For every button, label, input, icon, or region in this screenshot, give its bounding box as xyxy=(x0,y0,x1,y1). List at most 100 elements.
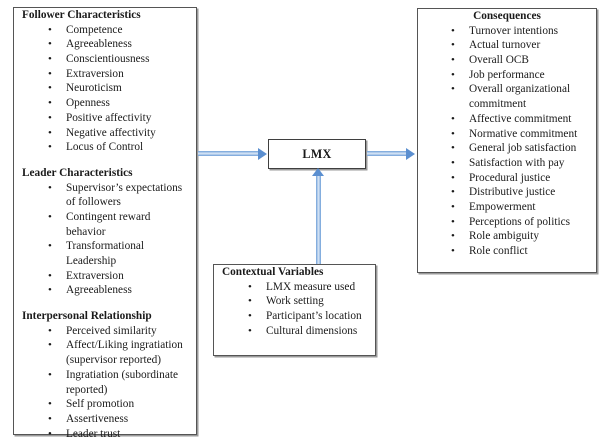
list-item: • Overall OCB xyxy=(418,53,592,68)
list-item: • Competence xyxy=(14,23,192,38)
antecedents-box: Follower Characteristics • Competence • Ag… xyxy=(13,7,197,440)
list-item-label: General job satisfaction xyxy=(469,142,577,155)
list-item-label: Ingratiation (subordinate reported) xyxy=(66,368,178,396)
bullet-icon: • xyxy=(451,54,455,66)
bullet-icon: • xyxy=(451,83,455,96)
list-item-label: Cultural dimensions xyxy=(266,324,358,337)
list-item: •Extraversion xyxy=(14,67,192,82)
list-item: •Actual turnover xyxy=(418,38,592,53)
list-item: • Contingent reward behavior xyxy=(14,210,192,239)
bullet-icon: • xyxy=(451,127,455,140)
bullet-icon: • xyxy=(48,38,52,51)
bullet-icon: • xyxy=(451,24,455,37)
list-item: •General job satisfaction xyxy=(418,141,592,156)
list-item-label: Transformational Leadership xyxy=(66,240,145,268)
list-item: • LMX measure used xyxy=(214,280,371,295)
list-follower-characteristics: • Competence • Agreeableness •Conscientiou… xyxy=(14,23,196,155)
list-item-label: Job performance xyxy=(469,68,545,81)
group-interpersonal-relationship: Interpersonal Relationship •Perceived si… xyxy=(14,309,196,441)
bullet-icon: • xyxy=(451,215,455,228)
list-item: •Negative affectivity xyxy=(14,126,192,141)
bullet-icon: • xyxy=(248,280,252,293)
list-item-label: Agreeableness xyxy=(66,38,132,51)
bullet-icon: • xyxy=(48,269,52,282)
bullet-icon: • xyxy=(48,23,52,36)
bullet-icon: • xyxy=(451,245,455,258)
list-item: • Supervisor’s expectations of followers xyxy=(14,181,192,210)
list-item-label: Openness xyxy=(66,97,110,110)
list-item: •Locus of Control xyxy=(14,140,192,155)
list-item-label: Neuroticism xyxy=(66,82,122,95)
bullet-icon: • xyxy=(48,284,52,297)
list-item: • Satisfaction with pay xyxy=(418,156,592,171)
bullet-icon: • xyxy=(48,427,52,440)
bullet-icon: • xyxy=(248,310,252,322)
arrow-shaft xyxy=(316,176,321,264)
bullet-icon: • xyxy=(48,398,52,411)
bullet-icon: • xyxy=(248,295,252,308)
arrow-head-icon xyxy=(406,148,415,160)
lmx-node: LMX xyxy=(268,139,366,169)
arrow-shaft xyxy=(367,151,408,156)
list-item-label: Participant’s location xyxy=(266,310,362,322)
arrow-head-icon xyxy=(258,148,267,160)
bullet-icon: • xyxy=(48,240,52,253)
list-item: •Cultural dimensions xyxy=(214,324,371,339)
contextual-variables-box: Contextual Variables •LMX measure used •… xyxy=(213,264,376,356)
list-item-label: Affect/Liking ingratiation (supervisor r… xyxy=(66,339,183,367)
bullet-icon: • xyxy=(451,112,455,125)
list-item-label: Assertiveness xyxy=(66,412,129,425)
list-item: •Ingratiation (subordinate reported) xyxy=(14,368,192,397)
bullet-icon: • xyxy=(48,53,52,65)
list-item-label: Procedural justice xyxy=(469,171,551,184)
group-leader-characteristics: Leader Characteristics •Supervisor’s exp… xyxy=(14,166,196,298)
list-item-label: Extraversion xyxy=(66,67,124,80)
list-item: •Assertiveness xyxy=(14,412,192,427)
list-item: •Normative commitment xyxy=(418,127,592,142)
bullet-icon: • xyxy=(48,181,52,194)
bullet-icon: • xyxy=(48,82,52,95)
list-item-label: Competence xyxy=(66,23,123,36)
bullet-icon: • xyxy=(48,141,52,154)
list-leader-characteristics: •Supervisor’s expectations of followers … xyxy=(14,181,196,299)
group-consequences: Consequences •Turnover intentions •Actua… xyxy=(418,9,596,259)
list-item: • Role conflict xyxy=(418,244,592,259)
arrow-head-icon xyxy=(312,168,324,176)
list-item-label: LMX measure used xyxy=(266,280,356,293)
group-follower-characteristics: Follower Characteristics • Competence • Ag… xyxy=(14,8,196,155)
list-item-label: Affective commitment xyxy=(469,112,572,125)
list-item-label: Overall OCB xyxy=(469,54,529,66)
list-item: • Participant’s location xyxy=(214,309,371,324)
bullet-icon: • xyxy=(451,230,455,243)
list-item: •Procedural justice xyxy=(418,171,592,186)
bullet-icon: • xyxy=(451,156,455,169)
list-item: •Self promotion xyxy=(14,397,192,412)
list-item-label: Satisfaction with pay xyxy=(469,156,565,169)
list-item-label: Contingent reward behavior xyxy=(66,210,151,238)
list-item-label: Perceived similarity xyxy=(66,324,157,337)
list-item-label: Extraversion xyxy=(66,269,124,282)
list-consequences: •Turnover intentions •Actual turnover •O… xyxy=(418,24,596,259)
list-item-label: Agreeableness xyxy=(66,284,132,297)
list-item: •Conscientiousness xyxy=(14,52,192,67)
list-item-label: Perceptions of politics xyxy=(469,215,571,228)
group-contextual-variables: Contextual Variables •LMX measure used •… xyxy=(214,265,375,338)
group-heading-follower-characteristics: Follower Characteristics xyxy=(22,9,141,21)
list-item: • Neuroticism xyxy=(14,81,192,96)
list-item: • Transformational Leadership xyxy=(14,239,192,268)
lmx-label: LMX xyxy=(302,146,332,161)
list-item: • Leader trust xyxy=(14,427,192,442)
list-contextual-variables: •LMX measure used •Work setting •Partici… xyxy=(214,280,375,339)
bullet-icon: • xyxy=(451,186,455,199)
list-item: •Distributive justice xyxy=(418,185,592,200)
group-heading-consequences: Consequences xyxy=(473,10,541,22)
list-item-label: Leader trust xyxy=(66,427,121,440)
list-item-label: Role conflict xyxy=(469,245,528,258)
list-item: •Empowerment xyxy=(418,200,592,215)
list-item-label: Supervisor’s expectations of followers xyxy=(66,181,183,209)
bullet-icon: • xyxy=(48,210,52,223)
list-item-label: Role ambiguity xyxy=(469,230,539,243)
bullet-icon: • xyxy=(451,201,455,214)
bullet-icon: • xyxy=(48,97,52,110)
